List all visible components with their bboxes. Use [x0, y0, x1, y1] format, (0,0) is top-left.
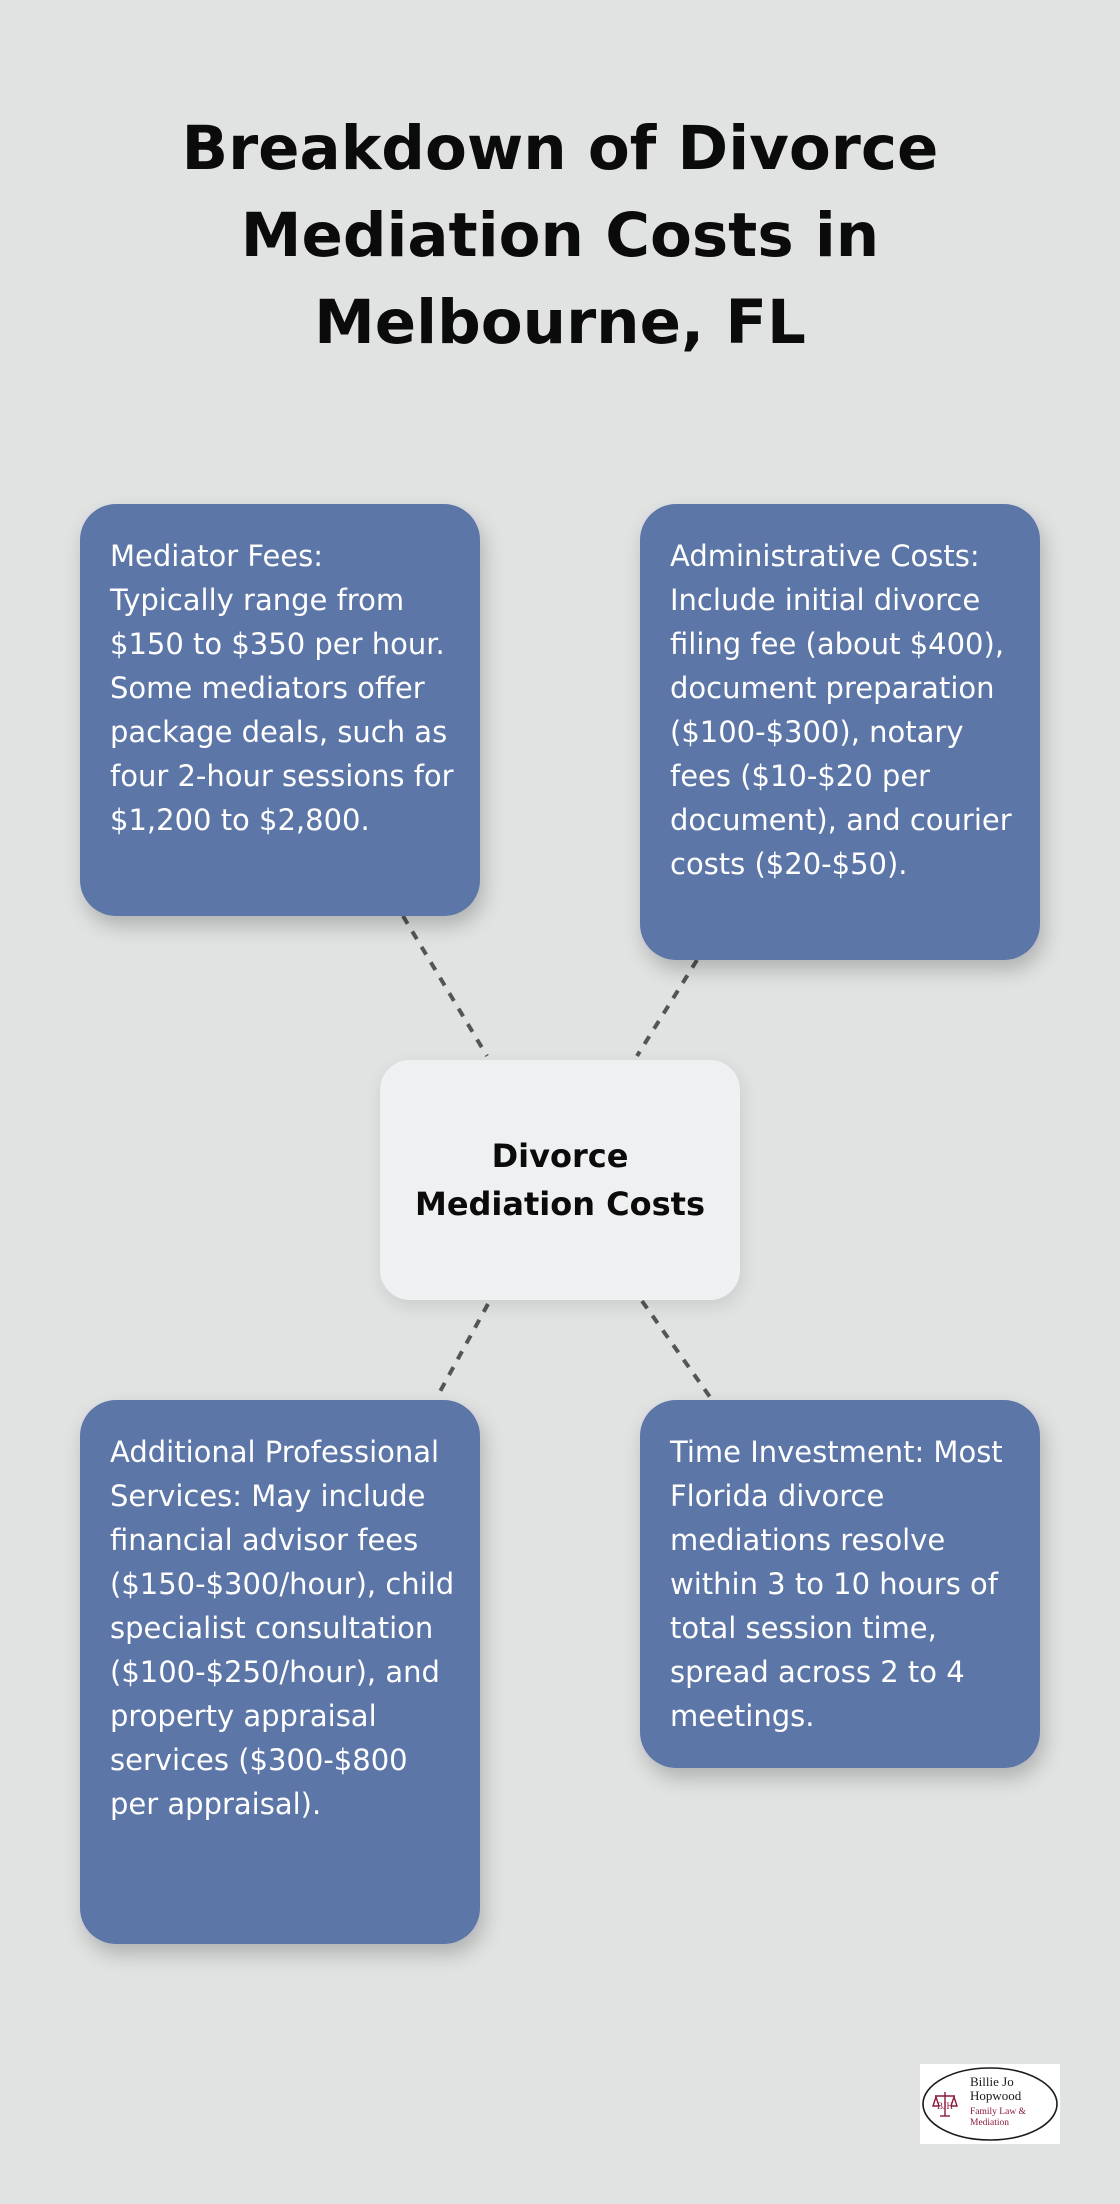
card-additional-professional-services-text: Additional Professional Services: May in…	[110, 1435, 455, 1821]
card-administrative-costs-text: Administrative Costs: Include initial di…	[670, 539, 1012, 881]
logo-line-3: Family Law &	[970, 2107, 1027, 2117]
center-node: Divorce Mediation Costs	[380, 1060, 740, 1300]
card-additional-professional-services: Additional Professional Services: May in…	[80, 1400, 480, 1944]
card-administrative-costs: Administrative Costs: Include initial di…	[640, 504, 1040, 960]
card-mediator-fees-text: Mediator Fees: Typically range from $150…	[110, 539, 454, 837]
logo-emblem: BJH Billie Jo Hopwood Family Law & Media…	[922, 2067, 1058, 2141]
connector-administrative-costs	[635, 958, 699, 1058]
connector-additional-services	[435, 1303, 490, 1398]
card-time-investment: Time Investment: Most Florida divorce me…	[640, 1400, 1040, 1768]
logo-line-1: Billie Jo	[970, 2074, 1014, 2089]
card-mediator-fees: Mediator Fees: Typically range from $150…	[80, 504, 480, 916]
center-node-label: Divorce Mediation Costs	[414, 1137, 706, 1223]
connector-time-investment	[640, 1299, 712, 1399]
logo-line-4: Mediation	[970, 2118, 1009, 2128]
firm-logo: BJH Billie Jo Hopwood Family Law & Media…	[920, 2064, 1060, 2144]
connector-mediator-fees	[401, 914, 489, 1058]
logo-line-2: Hopwood	[970, 2088, 1022, 2103]
scales-icon	[932, 2092, 958, 2117]
card-time-investment-text: Time Investment: Most Florida divorce me…	[670, 1435, 1003, 1733]
logo-monogram: BJH	[937, 2101, 954, 2111]
page-title: Breakdown of Divorce Mediation Costs in …	[181, 113, 939, 358]
